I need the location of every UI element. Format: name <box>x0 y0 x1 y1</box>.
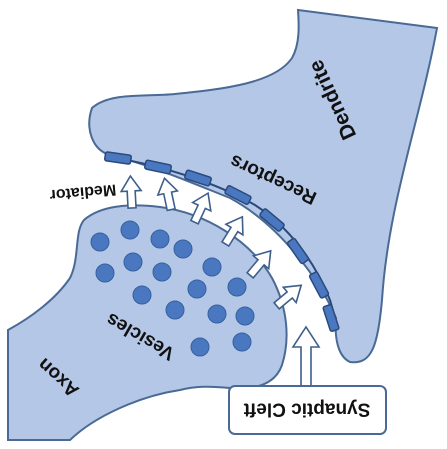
receptor <box>143 159 173 175</box>
vesicle <box>150 229 170 249</box>
arrow-up-icon <box>156 176 180 212</box>
arrow-up-icon <box>220 215 244 248</box>
vesicle <box>95 263 115 283</box>
arrow-up-icon <box>272 284 303 311</box>
vesicles <box>90 220 255 357</box>
vesicle <box>173 239 193 259</box>
arrow-up-icon <box>245 249 272 280</box>
arrow-up-icon <box>291 325 321 387</box>
vesicle <box>207 304 227 324</box>
receptor <box>224 185 252 205</box>
vesicle <box>202 257 222 277</box>
vesicle <box>187 279 207 299</box>
receptor <box>286 237 310 265</box>
mediator-label: Mediator <box>49 181 117 204</box>
arrow-up-icon <box>119 174 143 210</box>
receptors <box>104 151 340 332</box>
arrow-up-icon <box>189 191 212 225</box>
vesicle <box>123 252 143 272</box>
vesicle <box>152 262 172 282</box>
vesicle <box>227 277 247 297</box>
mediator-arrows <box>119 174 321 387</box>
vesicle <box>120 220 140 240</box>
vesicle <box>165 300 185 320</box>
synaptic-cleft-box <box>228 385 387 435</box>
receptor <box>104 151 132 165</box>
vesicle <box>190 337 210 357</box>
receptor <box>308 271 330 299</box>
vesicle <box>90 232 110 252</box>
receptor <box>322 304 340 332</box>
synaptic-cleft-label: Synaptic Cleft <box>243 398 370 419</box>
receptor <box>184 169 212 187</box>
vesicle <box>132 285 152 305</box>
receptor <box>259 208 285 232</box>
dendrite-body <box>88 8 439 364</box>
vesicle <box>232 332 252 352</box>
vesicle <box>235 306 255 326</box>
